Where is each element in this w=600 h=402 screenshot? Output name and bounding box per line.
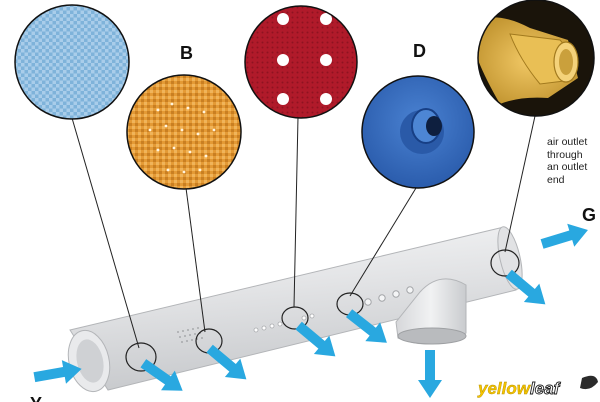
fabric-sample-red xyxy=(245,6,357,118)
outlet-annotation-line: air outlet xyxy=(547,136,588,148)
outlet-annotation-line: through xyxy=(547,148,583,161)
airflow-arrow-leg xyxy=(418,350,442,398)
fabric-sample-deep-blue xyxy=(362,76,474,188)
label-y: Y xyxy=(30,394,42,402)
label-b: B xyxy=(180,43,193,63)
magnifier-lens-icon xyxy=(14,0,595,190)
outlet-annotation-line: end xyxy=(547,173,565,186)
zoom-ring-a xyxy=(125,342,157,372)
duct-holes-c xyxy=(253,313,315,333)
duct-outlet-leg-opening xyxy=(397,327,467,345)
fabric-sample-gold xyxy=(478,0,594,116)
yellowleaf-logo: yellowleaf xyxy=(474,371,600,402)
fabric-sample-orange xyxy=(127,75,241,189)
logo-wordmark: yellowleaf xyxy=(477,379,562,398)
label-d: D xyxy=(413,41,426,61)
leaf-icon xyxy=(580,375,598,390)
zoom-ring-c xyxy=(281,306,309,330)
label-g: G xyxy=(582,205,596,225)
fabric-sample-blue xyxy=(15,5,129,119)
duct-nozzles-d xyxy=(364,286,414,306)
leader-lines xyxy=(71,115,536,349)
duct-inlet-inner xyxy=(76,339,104,383)
zoom-ring-g xyxy=(490,249,520,277)
outlet-annotation-line: an outlet xyxy=(547,161,588,173)
outlet-annotation: air outlet through an outlet end xyxy=(547,136,600,186)
